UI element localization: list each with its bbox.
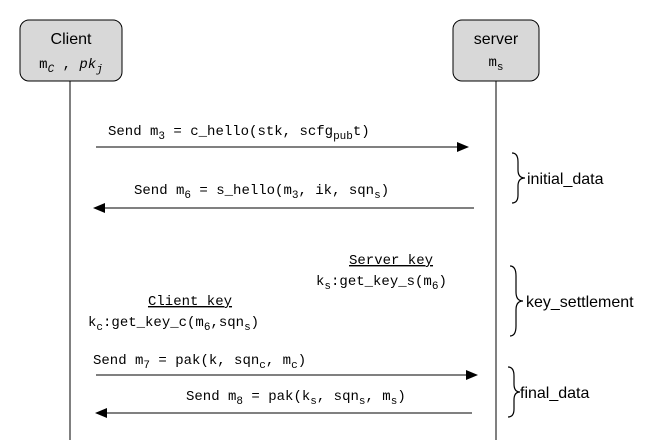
message-m7-label: Send m7 = pak(k, sqnc, mc): [93, 353, 306, 372]
brace-final-data: [507, 366, 521, 418]
client-name: Client: [51, 31, 92, 48]
client-key-note: Client key kc:get_key_c(m6,sqns): [88, 294, 259, 334]
phase-initial-label: initial_data: [527, 171, 604, 188]
message-m3: Send m3 = c_hello(stk, scfgpubt): [96, 124, 469, 152]
brace-key-settlement: [509, 265, 524, 337]
server-key-expr: ks:get_key_s(m6): [316, 274, 447, 293]
server-participant: server ms: [452, 19, 540, 82]
message-m8-label: Send m8 = pak(ks, sqns, ms): [186, 389, 406, 408]
phase-initial-data: initial_data: [511, 152, 604, 204]
server-box: [452, 19, 540, 82]
message-m6-label: Send m6 = s_hello(m3, ik, sqns): [134, 183, 389, 202]
message-m8: Send m8 = pak(ks, sqns, ms): [95, 389, 472, 418]
message-m6: Send m6 = s_hello(m3, ik, sqns): [93, 183, 474, 213]
phase-key-label: key_settlement: [526, 294, 634, 311]
message-m7: Send m7 = pak(k, sqnc, mc): [93, 353, 478, 380]
client-params: mC , pkj: [39, 57, 103, 76]
phase-key-settlement: key_settlement: [509, 265, 634, 337]
message-m3-label: Send m3 = c_hello(stk, scfgpubt): [108, 124, 370, 143]
client-key-title: Client key: [148, 294, 232, 310]
server-key-note: Server key ks:get_key_s(m6): [316, 253, 447, 293]
server-name: server: [474, 31, 519, 48]
server-params: ms: [488, 55, 503, 74]
phase-final-data: final_data: [507, 366, 589, 418]
server-key-title: Server key: [349, 253, 433, 269]
phase-final-label: final_data: [520, 385, 589, 402]
client-box: [19, 19, 123, 82]
client-participant: Client mC , pkj: [19, 19, 123, 82]
client-key-expr: kc:get_key_c(m6,sqns): [88, 315, 259, 334]
brace-initial-data: [511, 152, 526, 204]
